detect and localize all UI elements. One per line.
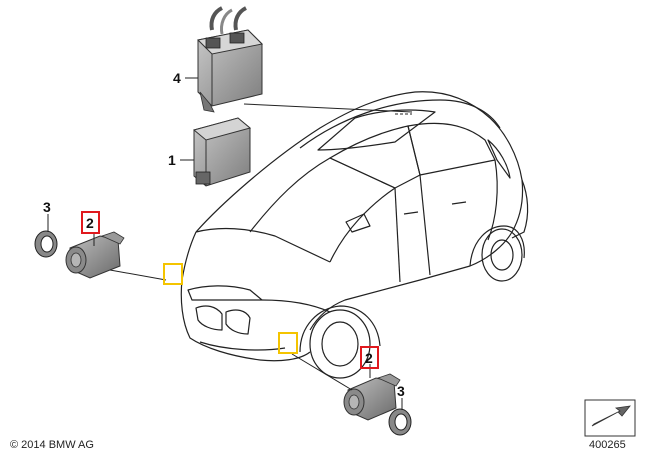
control-module-top[interactable] [196,6,264,113]
left-parking-sensor[interactable] [65,231,125,279]
right-sensor-ring[interactable] [388,408,412,436]
callout-2-left: 2 [86,215,94,231]
leader-lines [47,77,413,410]
callout-2-right: 2 [365,350,373,366]
callout-4: 4 [173,70,181,86]
front-sensor-location-left[interactable] [163,263,183,285]
car-outline [180,91,529,379]
callout-3-left: 3 [43,199,51,215]
diagram-number: 400265 [589,439,626,451]
callout-1: 1 [168,152,176,168]
right-parking-sensor[interactable] [343,373,401,421]
front-sensor-location-right[interactable] [278,332,298,354]
copyright-text: © 2014 BMW AG [10,439,94,451]
left-sensor-ring[interactable] [34,230,58,258]
callout-2-right-highlight [360,346,379,369]
callout-2-left-highlight [81,211,100,234]
control-module-bottom[interactable] [192,117,252,187]
direction-icon [584,399,636,437]
callout-3-right: 3 [397,383,405,399]
